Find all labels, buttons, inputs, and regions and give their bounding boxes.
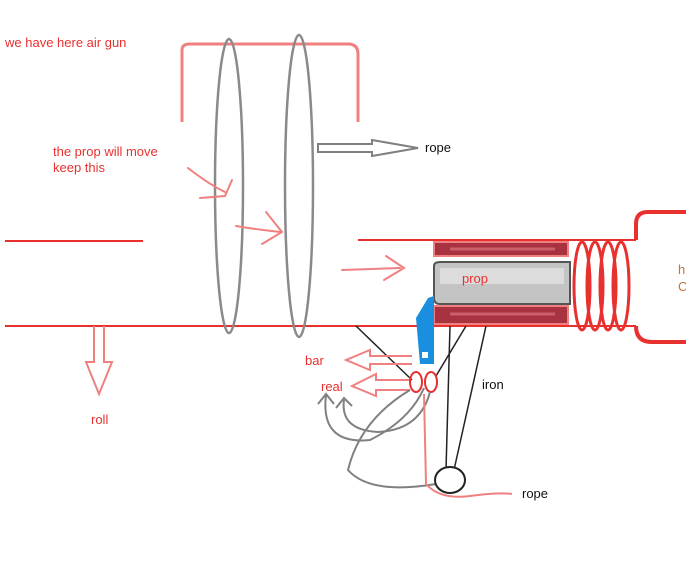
flow-arrow-2 — [235, 211, 284, 245]
prop-note-line1: the prop will move — [53, 144, 158, 159]
flow-arrow-1 — [187, 167, 233, 199]
rope-top-label: rope — [425, 140, 452, 155]
bar-arrow — [343, 348, 412, 372]
top-frame — [180, 42, 360, 122]
rope-pink — [423, 393, 513, 498]
blue-trigger — [416, 296, 434, 364]
real-arrow — [349, 372, 410, 398]
prop-label: prop — [462, 271, 489, 286]
cut-text-1: h — [678, 262, 686, 277]
rope-loops — [317, 387, 437, 489]
rope-top-arrow — [317, 138, 419, 158]
ellipse-right — [283, 33, 315, 339]
roll-arrow — [84, 326, 114, 397]
prop-note-line2: keep this — [53, 160, 106, 175]
iron-lines — [355, 325, 487, 471]
bar-label: bar — [305, 353, 324, 368]
rope-bottom-label: rope — [522, 486, 549, 501]
roll-label: roll — [91, 412, 109, 427]
real-ring-right — [424, 371, 438, 393]
pulley — [434, 466, 466, 494]
iron-label: iron — [482, 377, 504, 392]
trigger-dot — [422, 352, 428, 358]
real-ring-left — [409, 371, 423, 393]
cut-text-2: C — [678, 279, 686, 294]
real-label: real — [321, 379, 343, 394]
title-label: we have here air gun — [5, 35, 127, 50]
flow-arrow-3 — [341, 255, 406, 281]
coil — [572, 240, 631, 332]
prop-shade — [440, 268, 564, 284]
right-chamber — [634, 210, 686, 344]
